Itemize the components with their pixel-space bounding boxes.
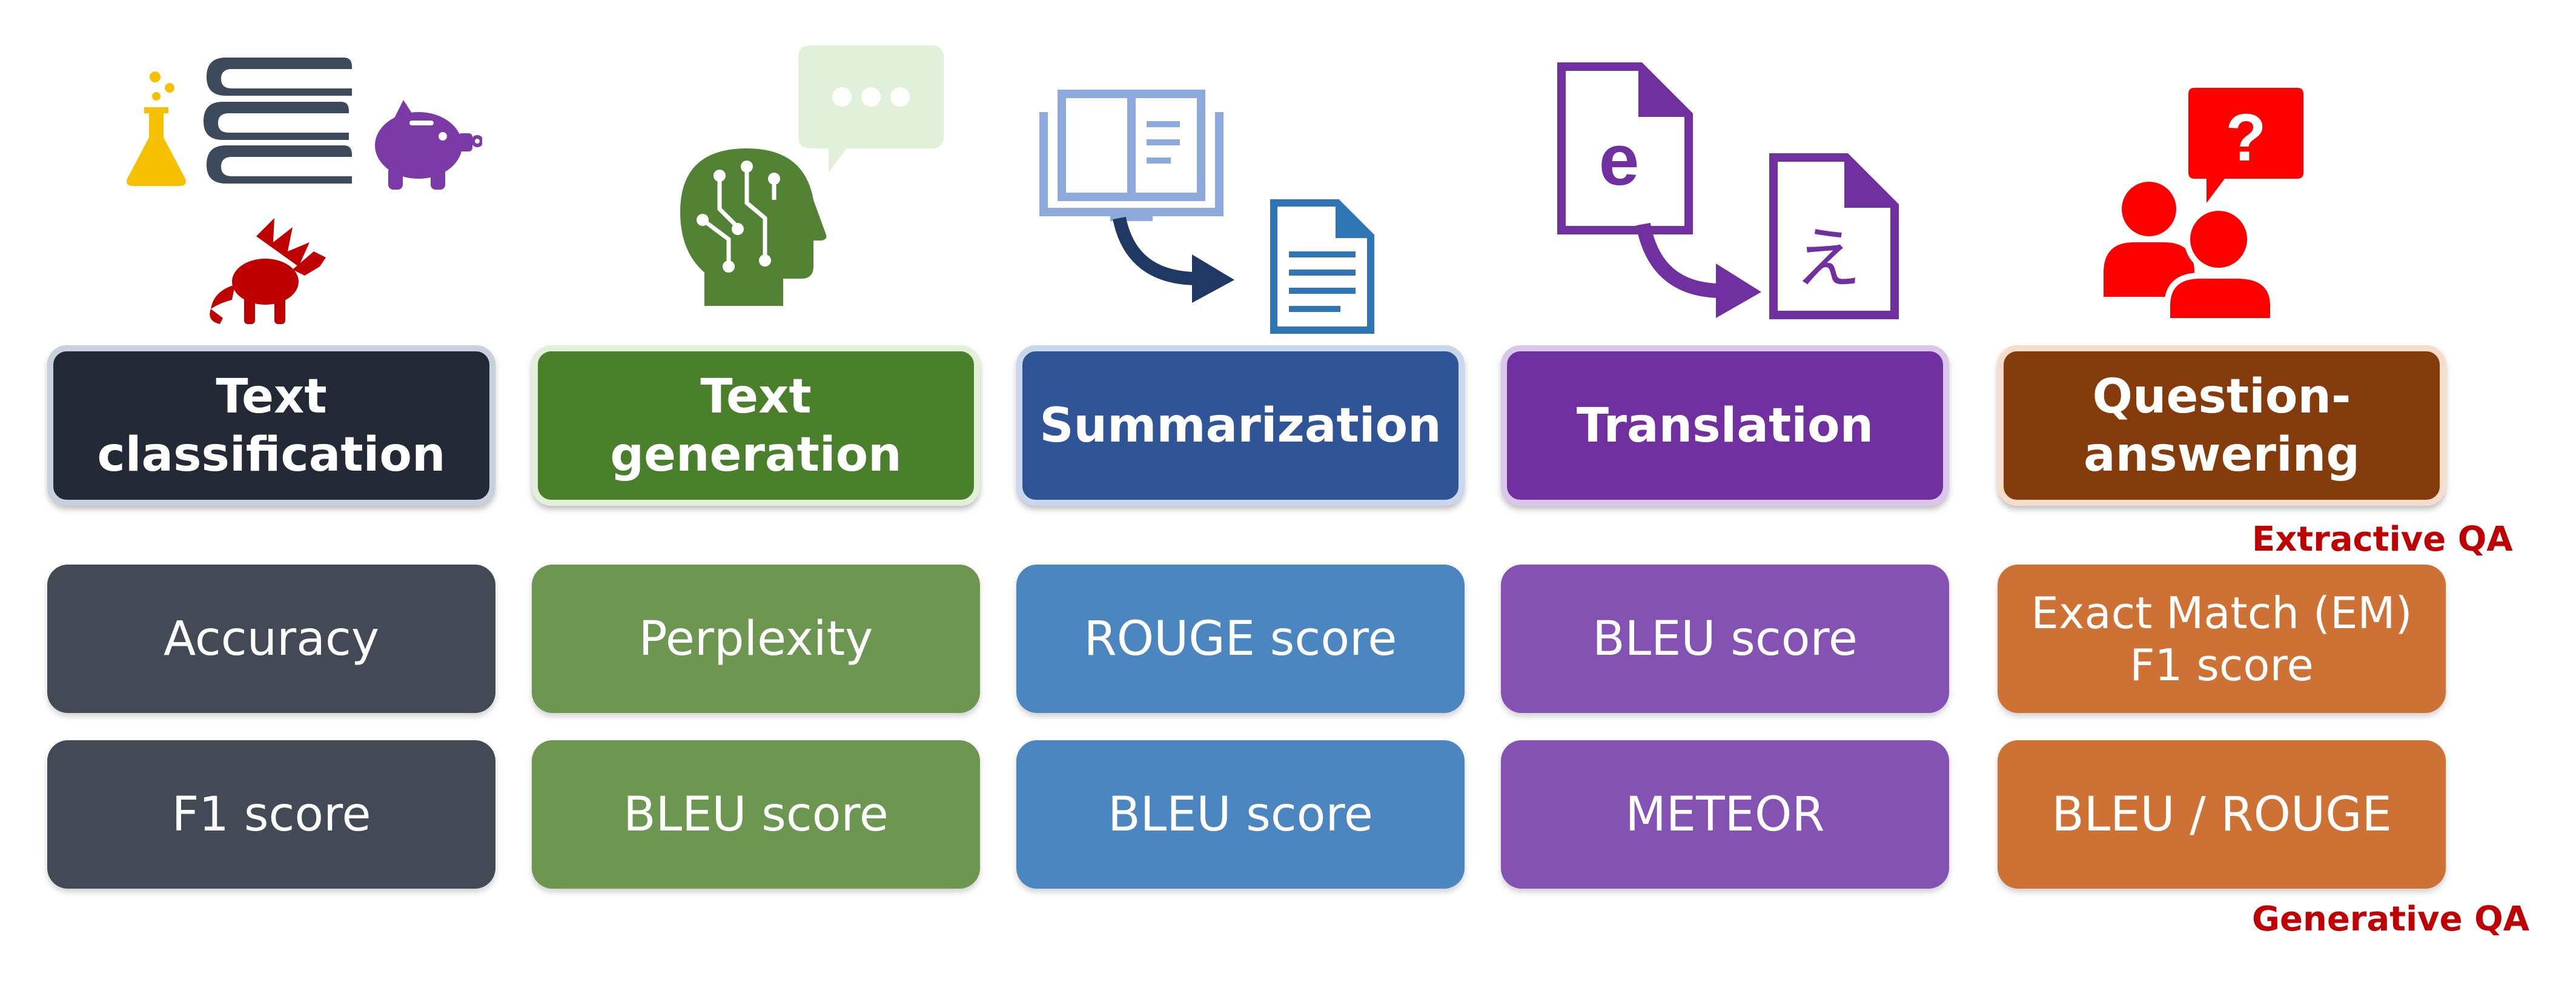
summarization-icons [1016,36,1465,339]
classification-icons [47,36,495,339]
column-summarization: Summarization ROUGE score BLEU score [1016,0,1465,988]
metric-bleu-rouge: BLEU / ROUGE [1998,740,2446,889]
metric-f1-score: F1 score [47,740,495,889]
arrow-icon [1636,222,1761,318]
flask-icon [127,71,186,186]
dragon-icon [210,218,326,324]
metric-bleu-score: BLEU score [1016,740,1465,889]
metric-perplexity: Perplexity [532,565,980,713]
header-title: Summarization [1039,398,1442,453]
metric-bleu-score: BLEU score [1501,565,1949,713]
column-question-answering: ? Question-answering Extractive QA Exact… [1998,0,2529,988]
generative-qa-label: Generative QA [2252,900,2530,939]
open-book-icon [1039,90,1223,221]
metric-exact-match-f1: Exact Match (EM)F1 score [1998,565,2446,713]
speech-bubble-icon [798,45,944,173]
people-icon [2104,182,2276,321]
translation-icons: e え [1501,36,1949,339]
metric-meteor: METEOR [1501,740,1949,889]
column-translation: e え Translation BLEU score METEOR [1501,0,1949,988]
arrow-icon [1113,216,1234,303]
piggy-bank-icon [375,100,482,190]
header-translation: Translation [1501,345,1949,506]
question-bubble-icon: ? [2188,88,2303,203]
header-question-answering: Question-answering [1998,345,2446,506]
generation-icons [532,36,980,339]
metric-accuracy: Accuracy [47,565,495,713]
metric-bleu-score: BLEU score [532,740,980,889]
header-title: Translation [1576,398,1874,453]
header-summarization: Summarization [1016,345,1465,506]
header-title: Question-answering [2083,369,2360,482]
japanese-file-icon: え [1769,153,1899,319]
metric-rouge-score: ROUGE score [1016,565,1465,713]
english-glyph: e [1599,119,1640,201]
extractive-qa-label: Extractive QA [2252,520,2513,559]
japanese-glyph: え [1795,220,1861,297]
document-icon [1270,199,1374,334]
books-icon [204,58,352,184]
english-file-icon: e [1557,62,1693,234]
ai-head-icon [680,148,827,306]
question-glyph: ? [2225,101,2266,175]
qa-icons: ? [1998,36,2446,339]
